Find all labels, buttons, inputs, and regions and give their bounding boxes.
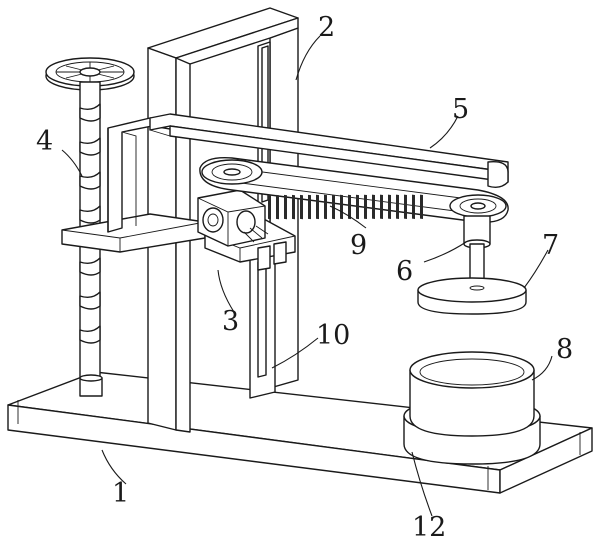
label-9: 9 [350,230,367,261]
grinding-disc [417,277,527,315]
label-12: 12 [412,512,446,540]
leader-lines [61,35,553,517]
lead-screw [45,57,135,397]
handwheel-icon[interactable] [45,57,135,91]
label-8: 8 [556,334,573,365]
spindle [463,215,491,287]
gearbox [197,189,269,247]
horizontal-arm [149,113,509,189]
belt-drive [199,157,509,223]
label-5: 5 [452,94,469,125]
container [409,351,535,437]
callouts: 1 2 3 4 5 6 7 8 9 10 12 [36,12,573,540]
label-10: 10 [316,320,350,351]
label-4: 4 [36,126,53,157]
label-7: 7 [542,230,559,261]
label-1: 1 [112,478,129,509]
label-3: 3 [222,306,239,337]
label-6: 6 [396,256,413,287]
belt-teeth [268,194,423,220]
label-2: 2 [318,12,335,43]
